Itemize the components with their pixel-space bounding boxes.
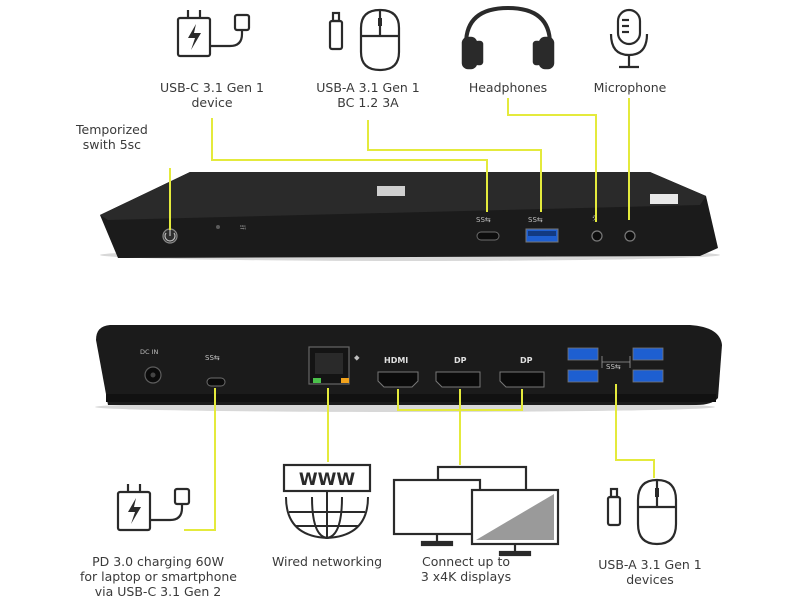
leader-charging: [184, 388, 216, 531]
hdmi-label: HDMI: [384, 356, 408, 365]
dc-in-label: DC IN: [140, 348, 159, 356]
ethernet-led-green: [313, 378, 321, 383]
leader-usba: [367, 120, 542, 212]
usbc-device-label: USB-C 3.1 Gen 1 device: [160, 80, 264, 110]
displays-label: Connect up to 3 x4K displays: [406, 554, 526, 584]
dp2-label: DP: [520, 356, 533, 365]
headphones-label: Headphones: [458, 80, 558, 95]
headphones-text: Headphones: [468, 80, 548, 95]
microphone-jack[interactable]: [624, 230, 636, 242]
front-usba-port[interactable]: SS⇆: [525, 216, 559, 243]
usba-devices-line-2: devices: [626, 572, 674, 587]
usbc-line-2: device: [191, 95, 233, 110]
leader-headphones: [507, 98, 597, 222]
dock-rear-base: [106, 394, 716, 402]
rear-usba-ports: SS⇆: [567, 347, 664, 383]
ss-symbol-front-usbc: SS⇆: [476, 216, 491, 224]
leader-usba-devices: [615, 384, 655, 478]
three-monitors-icon: [392, 465, 560, 557]
ss-symbol-rear-usbc: SS⇆: [205, 354, 220, 362]
usba-devices-line-1: USB-A 3.1 Gen 1: [598, 557, 702, 572]
charging-line-1: PD 3.0 charging 60W: [92, 554, 224, 569]
charging-line-2: for laptop or smartphone: [80, 569, 237, 584]
leader-lines: [169, 98, 655, 531]
dock-front: ⭾ SS⇆ SS⇆ 𝄢: [100, 172, 720, 261]
wired-networking-label: Wired networking: [262, 554, 392, 569]
mouse-with-usb-icon-bottom: [606, 478, 678, 546]
usba-port-1[interactable]: [567, 347, 599, 361]
usba-line-1: USB-A 3.1 Gen 1: [316, 80, 420, 95]
dp-port-2[interactable]: DP: [499, 356, 545, 388]
ethernet-port[interactable]: ⬥: [308, 346, 360, 385]
dock-rear-body: [96, 325, 722, 405]
front-usbc-port[interactable]: SS⇆: [476, 216, 500, 241]
www-text: WWW: [299, 470, 356, 490]
charging-line-3: via USB-C 3.1 Gen 2: [94, 584, 222, 599]
temporized-switch-label: Temporized swith 5sc: [76, 122, 148, 152]
charger-icon-bottom: [116, 484, 191, 532]
ss-symbol-rear-usba: SS⇆: [606, 363, 621, 371]
headphones-icon: [461, 5, 555, 70]
usba-line-2: BC 1.2 3A: [337, 95, 399, 110]
hdmi-port[interactable]: HDMI: [377, 356, 419, 388]
temporized-line-2: swith 5sc: [82, 137, 142, 152]
power-button[interactable]: [162, 228, 178, 244]
pd-charging-label: PD 3.0 charging 60W for laptop or smartp…: [80, 554, 237, 599]
displays-line-1: Connect up to: [421, 554, 511, 569]
dc-in-port[interactable]: DC IN: [140, 348, 162, 384]
networking-text: Wired networking: [271, 554, 383, 569]
www-globe-icon: WWW: [282, 463, 372, 540]
charger-icon-top: [176, 10, 251, 58]
microphone-label: Microphone: [580, 80, 680, 95]
network-symbol-icon: ⬥: [354, 353, 360, 362]
usba-port-3[interactable]: [632, 347, 664, 361]
headphone-jack[interactable]: 𝄢: [591, 215, 603, 242]
dp-port-1[interactable]: DP: [435, 356, 481, 388]
usbc-line-1: USB-C 3.1 Gen 1: [160, 80, 264, 95]
dock-front-brand-label: [377, 186, 405, 196]
status-led: [216, 225, 220, 229]
temporized-line-1: Temporized: [76, 122, 148, 137]
microphone-icon: [609, 8, 649, 69]
leader-displays: [397, 389, 523, 465]
headphone-jack-symbol: 𝄢: [592, 215, 597, 224]
usba-bc-label: USB-A 3.1 Gen 1 BC 1.2 3A: [316, 80, 420, 110]
dock-rear: DC IN SS⇆ ⬥ HDMI DP DP SS⇆: [95, 325, 722, 412]
leader-usbc: [211, 118, 488, 212]
usba-devices-label: USB-A 3.1 Gen 1 devices: [590, 557, 710, 587]
mouse-with-usb-icon-top: [328, 8, 401, 72]
rear-usbc-port[interactable]: SS⇆: [205, 354, 226, 387]
ethernet-led-amber: [341, 378, 349, 383]
dock-front-logo-badge: [650, 194, 678, 204]
displays-line-2: 3 x4K displays: [420, 569, 512, 584]
microphone-text: Microphone: [593, 80, 667, 95]
usb-mark-icon: ⭾: [240, 223, 246, 232]
usba-port-2[interactable]: [567, 369, 599, 383]
dp1-label: DP: [454, 356, 467, 365]
usba-port-4[interactable]: [632, 369, 664, 383]
ss-symbol-front-usba: SS⇆: [528, 216, 543, 224]
